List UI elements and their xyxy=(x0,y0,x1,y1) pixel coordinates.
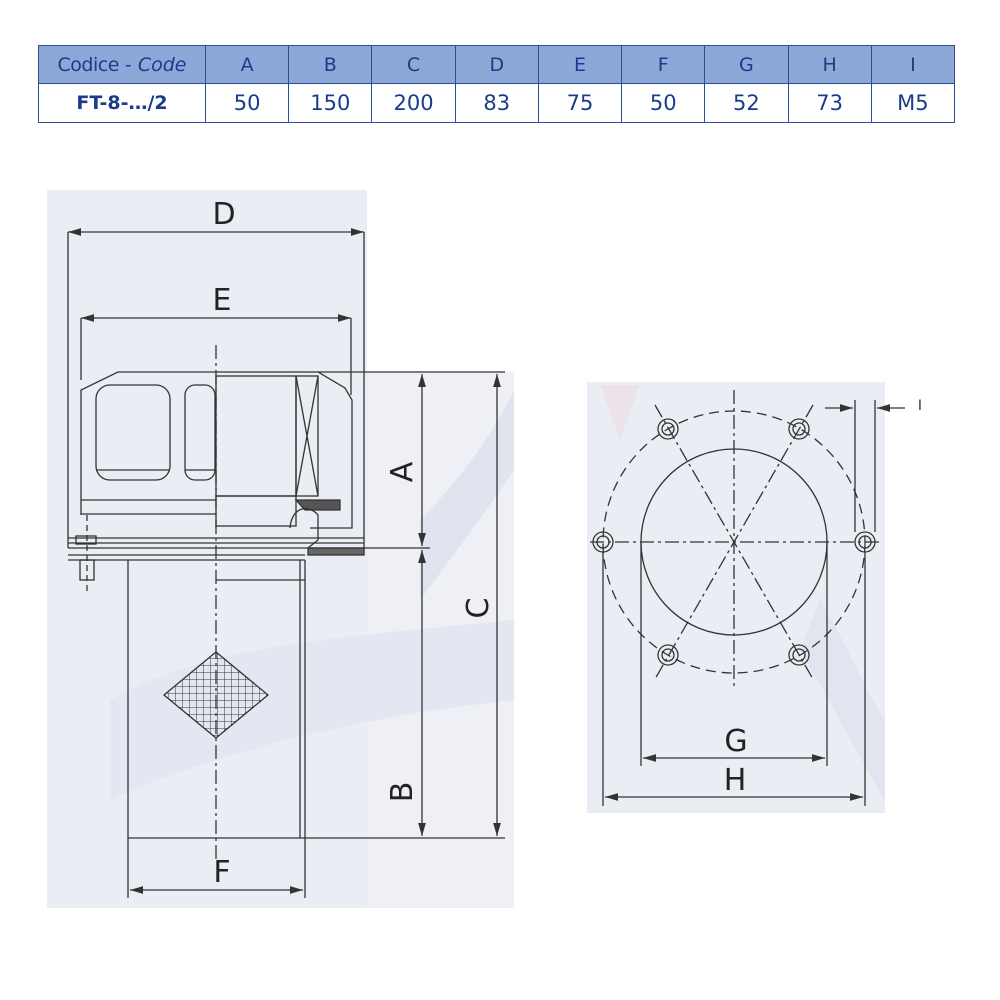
header-col-f: F xyxy=(621,45,706,84)
bolt-hole xyxy=(657,644,679,666)
bolt-hole xyxy=(788,644,810,666)
seal-hatch xyxy=(294,499,341,511)
header-col-h: H xyxy=(787,45,872,84)
bolt-hole-inner xyxy=(858,535,872,549)
head-cavity xyxy=(184,384,216,481)
header-code-en: Code xyxy=(137,53,187,76)
cross-line xyxy=(295,375,319,497)
value-b: 150 xyxy=(288,83,373,123)
dimensions-table: Codice - Code A B C D E F G H I FT-8-…/2… xyxy=(38,45,956,123)
bolt-hole xyxy=(788,418,810,440)
label-a: A xyxy=(385,461,420,482)
header-col-a: A xyxy=(204,45,290,84)
label-e: E xyxy=(213,283,232,318)
header-col-d: D xyxy=(454,45,539,84)
screw-head xyxy=(75,535,97,545)
label-i: I xyxy=(918,398,922,414)
bolt-hole-inner xyxy=(792,422,806,436)
value-g: 52 xyxy=(704,83,789,123)
table-row: FT-8-…/2 50 150 200 83 75 50 52 73 M5 xyxy=(38,83,956,123)
watermark-shape xyxy=(800,600,885,800)
header-code-cell: Codice - Code xyxy=(38,45,206,84)
label-h: H xyxy=(724,763,747,798)
head-inner-body xyxy=(215,495,297,527)
label-c: C xyxy=(461,598,496,619)
header-code-it: Codice xyxy=(57,53,120,76)
bolt-hole-inner xyxy=(596,535,610,549)
header-code-sep: - xyxy=(118,53,138,76)
bolt-hole-inner xyxy=(661,422,675,436)
flange-hatch xyxy=(307,547,365,556)
row-code-cell: FT-8-…/2 xyxy=(38,83,206,123)
centre-line-diagonal xyxy=(654,404,814,680)
label-f: F xyxy=(213,855,230,890)
header-col-b: B xyxy=(288,45,373,84)
value-f: 50 xyxy=(621,83,706,123)
value-a: 50 xyxy=(204,83,290,123)
watermark-shape xyxy=(600,385,640,440)
head-crossed-block xyxy=(295,375,319,497)
filter-head-outline xyxy=(80,371,353,529)
bolt-hole-inner xyxy=(792,648,806,662)
side-view: D E A C B F xyxy=(47,190,514,908)
value-i: M5 xyxy=(870,83,956,123)
top-view-background xyxy=(587,382,885,813)
header-col-c: C xyxy=(371,45,456,84)
label-d: D xyxy=(212,197,235,232)
bolt-hole xyxy=(657,418,679,440)
bypass-curve xyxy=(289,508,319,549)
header-col-i: I xyxy=(870,45,956,84)
header-col-g: G xyxy=(704,45,789,84)
value-c: 200 xyxy=(371,83,456,123)
value-h: 73 xyxy=(787,83,872,123)
bolt-hole-inner xyxy=(661,648,675,662)
head-cavity xyxy=(95,384,171,481)
table-header-row: Codice - Code A B C D E F G H I xyxy=(38,45,956,84)
value-d: 83 xyxy=(454,83,539,123)
label-g: G xyxy=(724,724,747,759)
label-b: B xyxy=(385,782,420,803)
top-view: G H I xyxy=(587,382,922,813)
watermark-shape xyxy=(420,390,514,600)
value-e: 75 xyxy=(537,83,623,123)
